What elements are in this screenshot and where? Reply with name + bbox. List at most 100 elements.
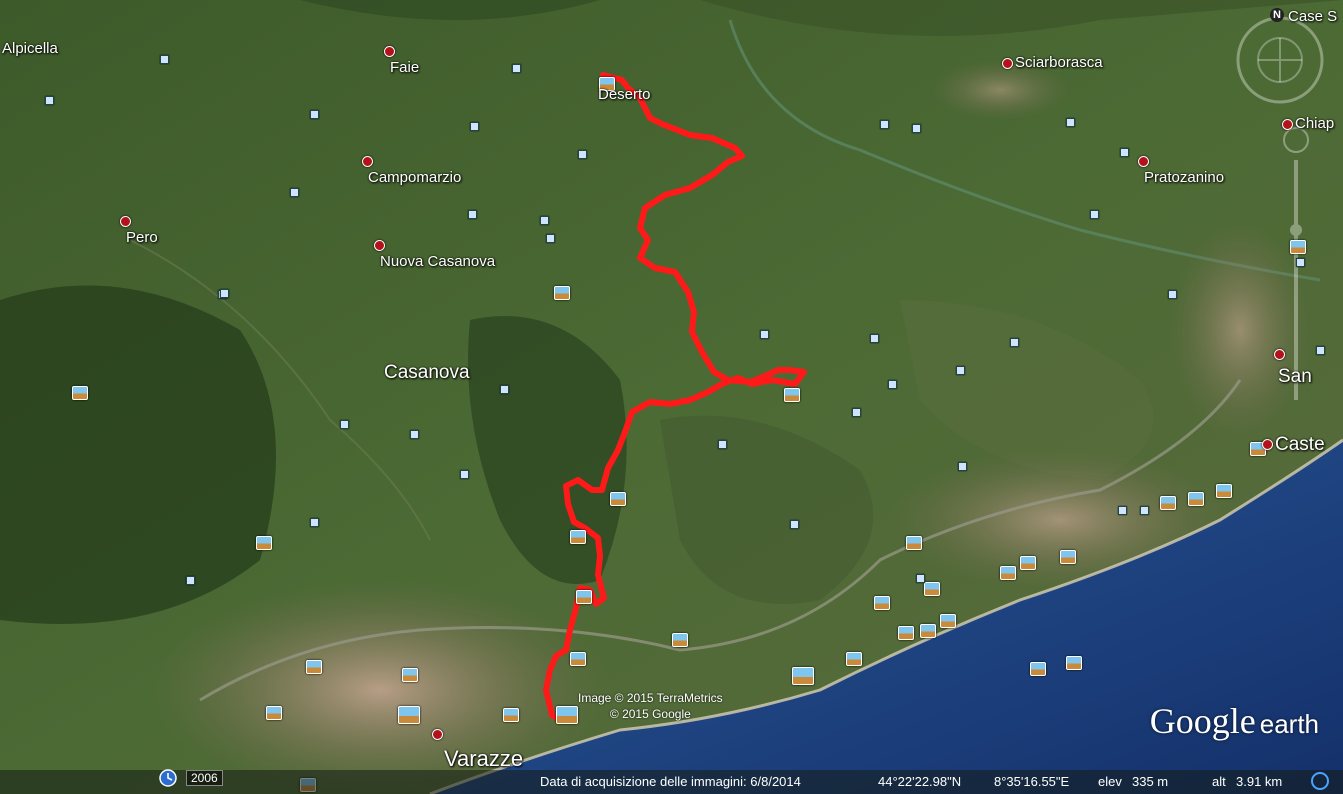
poi-marker[interactable] — [160, 55, 169, 64]
poi-marker[interactable] — [1296, 258, 1305, 267]
photo-marker[interactable] — [1020, 556, 1036, 570]
photo-marker[interactable] — [556, 706, 578, 724]
photo-marker[interactable] — [402, 668, 418, 682]
poi-marker[interactable] — [1118, 506, 1127, 515]
poi-marker[interactable] — [290, 188, 299, 197]
poi-marker[interactable] — [912, 124, 921, 133]
place-label[interactable]: Varazze — [432, 720, 523, 772]
photo-marker[interactable] — [1060, 550, 1076, 564]
poi-marker[interactable] — [790, 520, 799, 529]
photo-marker[interactable] — [554, 286, 570, 300]
compass-north-button[interactable]: N — [1270, 8, 1284, 22]
photo-marker[interactable] — [610, 492, 626, 506]
poi-marker[interactable] — [1120, 148, 1129, 157]
place-label[interactable]: Casanova — [384, 362, 470, 383]
place-dot — [1274, 349, 1285, 361]
place-dot — [432, 728, 443, 740]
photo-marker[interactable] — [1030, 662, 1046, 676]
place-dot — [384, 45, 395, 57]
poi-marker[interactable] — [468, 210, 477, 219]
place-label[interactable]: Faie — [384, 42, 419, 76]
poi-marker[interactable] — [578, 150, 587, 159]
photo-marker[interactable] — [906, 536, 922, 550]
photo-marker[interactable] — [784, 388, 800, 402]
poi-marker[interactable] — [1316, 346, 1325, 355]
photo-marker[interactable] — [570, 530, 586, 544]
poi-marker[interactable] — [958, 462, 967, 471]
status-bar: Data di acquisizione delle immagini: 6/8… — [0, 770, 1343, 794]
place-label[interactable]: Campomarzio — [362, 152, 461, 186]
photo-marker[interactable] — [898, 626, 914, 640]
poi-marker[interactable] — [470, 122, 479, 131]
place-label[interactable]: Pratozanino — [1138, 152, 1224, 186]
photo-marker[interactable] — [1160, 496, 1176, 510]
poi-marker[interactable] — [870, 334, 879, 343]
photo-marker[interactable] — [920, 624, 936, 638]
poi-marker[interactable] — [460, 470, 469, 479]
place-label[interactable]: Caste — [1262, 434, 1325, 456]
poi-marker[interactable] — [1140, 506, 1149, 515]
place-label[interactable]: Sciarborasca — [1002, 54, 1103, 71]
poi-marker[interactable] — [410, 430, 419, 439]
poi-marker[interactable] — [916, 574, 925, 583]
clock-icon[interactable] — [158, 768, 178, 788]
poi-marker[interactable] — [310, 110, 319, 119]
poi-marker[interactable] — [512, 64, 521, 73]
photo-marker[interactable] — [398, 706, 420, 724]
photo-marker[interactable] — [846, 652, 862, 666]
photo-marker[interactable] — [1000, 566, 1016, 580]
place-label[interactable]: Chiap — [1282, 115, 1334, 132]
photo-marker[interactable] — [940, 614, 956, 628]
photo-marker[interactable] — [792, 667, 814, 685]
photo-marker[interactable] — [72, 386, 88, 400]
poi-marker[interactable] — [1090, 210, 1099, 219]
poi-marker[interactable] — [220, 289, 229, 298]
poi-marker[interactable] — [340, 420, 349, 429]
place-label[interactable]: San — [1274, 344, 1312, 388]
streaming-status-icon — [1311, 772, 1329, 790]
photo-marker[interactable] — [1216, 484, 1232, 498]
place-label[interactable]: Nuova Casanova — [374, 236, 495, 270]
photo-marker[interactable] — [874, 596, 890, 610]
poi-marker[interactable] — [760, 330, 769, 339]
place-dot — [374, 239, 385, 251]
poi-marker[interactable] — [880, 120, 889, 129]
poi-marker[interactable] — [1066, 118, 1075, 127]
photo-marker[interactable] — [570, 652, 586, 666]
zoom-controls[interactable] — [1283, 127, 1309, 400]
photo-marker[interactable] — [924, 582, 940, 596]
gps-track[interactable] — [543, 72, 807, 723]
poi-marker[interactable] — [1168, 290, 1177, 299]
photo-marker[interactable] — [599, 77, 615, 91]
photo-marker[interactable] — [503, 708, 519, 722]
poi-marker[interactable] — [546, 234, 555, 243]
place-dot — [1138, 155, 1149, 167]
poi-marker[interactable] — [852, 408, 861, 417]
photo-marker[interactable] — [1188, 492, 1204, 506]
photo-marker[interactable] — [672, 633, 688, 647]
photo-marker[interactable] — [306, 660, 322, 674]
poi-marker[interactable] — [888, 380, 897, 389]
poi-marker[interactable] — [1010, 338, 1019, 347]
photo-marker[interactable] — [576, 590, 592, 604]
photo-marker[interactable] — [256, 536, 272, 550]
photo-marker[interactable] — [1066, 656, 1082, 670]
poi-marker[interactable] — [500, 385, 509, 394]
place-label[interactable]: Case S — [1288, 8, 1338, 25]
poi-marker[interactable] — [718, 440, 727, 449]
poi-marker[interactable] — [186, 576, 195, 585]
poi-marker[interactable] — [540, 216, 549, 225]
historical-imagery-year[interactable]: 2006 — [186, 770, 223, 786]
poi-marker[interactable] — [956, 366, 965, 375]
place-label[interactable]: Deserto — [598, 86, 651, 103]
place-label[interactable]: Pero — [120, 212, 158, 246]
poi-marker[interactable] — [45, 96, 54, 105]
place-label[interactable]: Alpicella — [2, 40, 58, 57]
photo-marker[interactable] — [1290, 240, 1306, 254]
photo-marker[interactable] — [266, 706, 282, 720]
place-dot — [1262, 439, 1273, 451]
place-dot — [1282, 118, 1293, 130]
poi-marker[interactable] — [310, 518, 319, 527]
